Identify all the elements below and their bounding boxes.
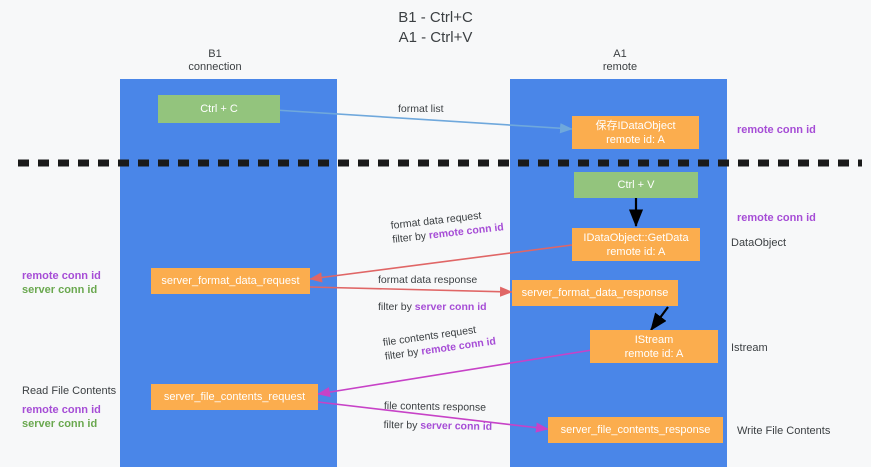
- arrow-format-list: [274, 109, 573, 134]
- title-line-2: A1 - Ctrl+V: [398, 29, 473, 46]
- right-note-remote-conn-id-top: remote conn id: [737, 124, 816, 136]
- left-note-read-file-contents: Read File Contents: [22, 385, 117, 397]
- arrow-file-contents-response: [317, 401, 549, 433]
- arrow-format-data-response: [309, 286, 513, 297]
- box-server-format-data-response[interactable]: server_format_data_response: [512, 280, 678, 306]
- arrow-format-data-request: [309, 244, 573, 283]
- title-line-1: B1 - Ctrl+C: [398, 9, 473, 26]
- edge-label-format-list: format list: [398, 103, 444, 115]
- filter-key-server-conn-id-2: server conn id: [420, 419, 493, 433]
- left-note-remote-conn-id-bottom: remote conn id: [22, 404, 101, 416]
- lane-header-b1-name: B1: [208, 48, 222, 60]
- edge-label-format-data-response-line1: format data response: [378, 274, 478, 286]
- box-server-format-data-request-label: server_format_data_request: [161, 275, 300, 287]
- box-ctrl-c[interactable]: Ctrl + C: [158, 95, 280, 123]
- box-getdata[interactable]: IDataObject::GetData remote id: A: [572, 228, 700, 261]
- box-server-format-data-request[interactable]: server_format_data_request: [151, 268, 310, 294]
- arrow-response-to-istream: [650, 306, 669, 331]
- lane-header-a1: A1 remote: [550, 48, 690, 74]
- filter-key-server-conn-id: server conn id: [414, 301, 487, 313]
- box-server-file-contents-request[interactable]: server_file_contents_request: [151, 384, 318, 410]
- box-server-file-contents-request-label: server_file_contents_request: [163, 391, 306, 403]
- right-note-write-file-contents: Write File Contents: [737, 425, 831, 437]
- right-note-remote-conn-id-mid: remote conn id: [737, 212, 816, 224]
- right-note-dataobject: DataObject: [731, 237, 787, 249]
- box-istream-title: IStream: [634, 333, 674, 346]
- left-note-server-conn-id-bottom: server conn id: [22, 418, 98, 430]
- lane-header-a1-name: A1: [613, 48, 627, 60]
- box-istream-id: remote id: A: [624, 347, 684, 360]
- left-note-remote-conn-id-top: remote conn id: [22, 270, 101, 282]
- box-save-dataobject-id: remote id: A: [606, 133, 665, 146]
- box-server-file-contents-response-label: server_file_contents_response: [560, 424, 711, 436]
- box-ctrl-v-label: Ctrl + V: [617, 179, 655, 191]
- edge-label-format-data-response: format data response filter by server co…: [378, 273, 487, 314]
- lane-header-b1: B1 connection: [145, 48, 285, 74]
- lane-header-a1-sub: remote: [602, 61, 638, 73]
- box-save-dataobject[interactable]: 保存IDataObject remote id: A: [572, 116, 699, 149]
- edge-label-file-contents-response-line2: filter by server conn id: [383, 418, 492, 434]
- box-server-format-data-response-label: server_format_data_response: [521, 287, 669, 299]
- diagram-title: B1 - Ctrl+C A1 - Ctrl+V: [0, 8, 871, 48]
- left-note-conn-ids-bottom: remote conn id server conn id: [22, 403, 101, 431]
- box-getdata-title: IDataObject::GetData: [583, 231, 689, 244]
- filter-prefix-2: filter by: [378, 301, 415, 313]
- lane-header-b1-sub: connection: [188, 61, 242, 73]
- right-note-istream: Istream: [731, 342, 768, 354]
- edge-label-file-contents-response: file contents response filter by server …: [383, 399, 492, 434]
- box-save-dataobject-title: 保存IDataObject: [595, 119, 676, 132]
- box-ctrl-v[interactable]: Ctrl + V: [574, 172, 698, 198]
- left-note-server-conn-id-top: server conn id: [22, 284, 98, 296]
- left-note-conn-ids-top: remote conn id server conn id: [22, 269, 101, 297]
- box-getdata-id: remote id: A: [606, 245, 666, 258]
- box-server-file-contents-response[interactable]: server_file_contents_response: [548, 417, 723, 443]
- box-ctrl-c-label: Ctrl + C: [200, 103, 238, 115]
- edge-label-format-data-response-line2: filter by server conn id: [378, 300, 487, 314]
- arrow-file-contents-request: [317, 349, 593, 398]
- box-istream[interactable]: IStream remote id: A: [590, 330, 718, 363]
- filter-prefix-4: filter by: [383, 418, 421, 432]
- edge-label-file-contents-response-line1: file contents response: [383, 399, 487, 414]
